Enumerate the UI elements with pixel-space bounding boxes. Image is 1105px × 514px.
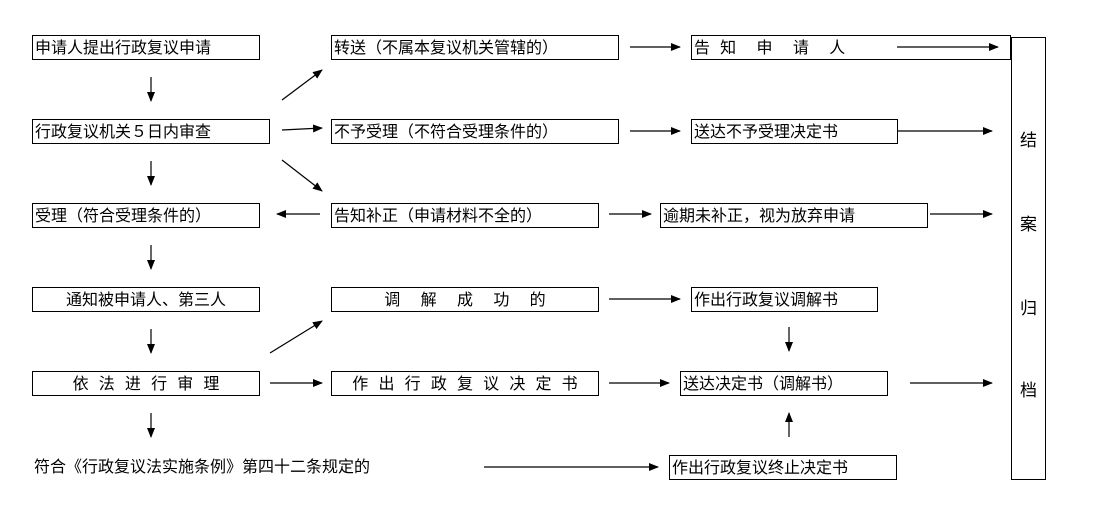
arrow-hear-mediate <box>269 320 323 354</box>
decide-box: 作 出 行 政 复 议 决 定 书 <box>331 371 599 396</box>
hear-box: 依 法 进 行 审 理 <box>32 371 260 396</box>
mediate-box: 调 解 成 功 的 <box>331 287 599 312</box>
overdue-box: 逾期未补正，视为放弃申请 <box>660 203 928 228</box>
tell-applicant-box: 告 知 申 请 人 <box>691 35 1011 60</box>
archive-char-3: 归 <box>1020 299 1037 319</box>
accept-box: 受理（符合受理条件的） <box>32 203 260 228</box>
mediation-document-box: 作出行政复议调解书 <box>691 287 878 312</box>
archive-box: 结 案 归 档 <box>1011 37 1046 480</box>
apply-box: 申请人提出行政复议申请 <box>32 35 260 60</box>
arrow-review-reject <box>281 124 323 133</box>
archive-char-2: 案 <box>1020 215 1037 235</box>
terminate-condition-text: 符合《行政复议法实施条例》第四十二条规定的 <box>34 457 371 476</box>
correct-box: 告知补正（申请材料不全的） <box>331 203 599 228</box>
reject-decision-box: 送达不予受理决定书 <box>691 119 898 144</box>
deliver-box: 送达决定书（调解书） <box>680 371 888 396</box>
review-box: 行政复议机关５日内审查 <box>32 119 270 144</box>
archive-char-1: 结 <box>1020 131 1037 151</box>
notify-box: 通知被申请人、第三人 <box>32 287 260 312</box>
archive-char-4: 档 <box>1020 381 1037 401</box>
reject-box: 不予受理（不符合受理条件的） <box>331 119 619 144</box>
arrow-review-correct <box>281 159 323 192</box>
transfer-box: 转送（不属本复议机关管辖的） <box>331 35 619 60</box>
termination-decision-box: 作出行政复议终止决定书 <box>669 455 897 480</box>
arrow-review-transfer <box>281 69 323 101</box>
